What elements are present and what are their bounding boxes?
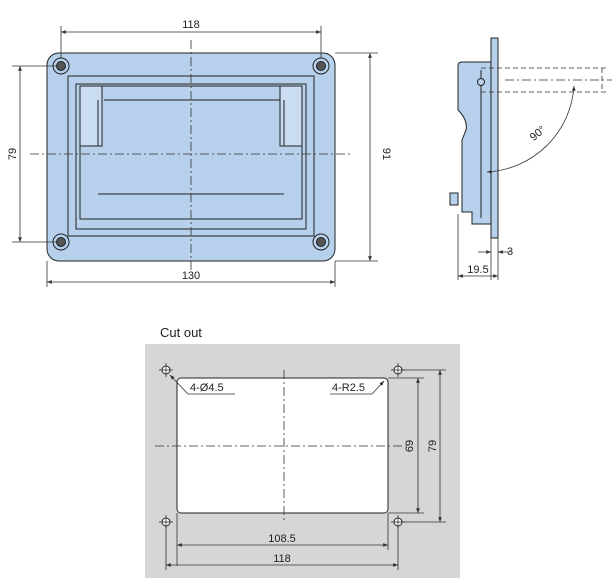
screw-hole-top-right [312, 57, 330, 75]
front-view: 118 130 79 91 [7, 19, 392, 287]
side-view: 90° 3 19.5 [449, 37, 612, 280]
dim-bottom-width: 130 [182, 270, 200, 282]
handle-pivot-left [79, 85, 103, 147]
leader-radius-note [371, 380, 385, 395]
screw-hole-bottom-left [52, 233, 70, 251]
dim-top-width: 118 [182, 19, 200, 31]
cutout-hole-bottom-left [159, 515, 173, 529]
cutout-title: Cut out [160, 325, 202, 340]
handle-pivot-right [279, 85, 303, 147]
side-stop [449, 192, 459, 206]
dim-thickness: 3 [507, 246, 513, 258]
screw-hole-bottom-right [312, 233, 330, 251]
dim-depth: 19.5 [467, 264, 488, 276]
cutout-opening [176, 377, 389, 514]
angle-arc [486, 85, 576, 174]
dim-angle: 90° [528, 124, 548, 144]
dim-cut-width-inner: 108.5 [268, 533, 296, 545]
dim-right-height: 91 [380, 148, 392, 160]
dim-cut-height-inner: 69 [404, 440, 416, 452]
dim-left-height: 79 [7, 148, 19, 160]
cutout-view: Cut out 4-Ø4.5 4-R2.5 [145, 325, 460, 578]
cutout-hole-top-left [159, 363, 173, 377]
leader-hole-note [169, 374, 189, 395]
side-pivot [477, 78, 485, 86]
side-body [457, 61, 492, 225]
radius-note: 4-R2.5 [332, 382, 365, 394]
hole-note: 4-Ø4.5 [190, 382, 224, 394]
dim-cut-width-outer: 118 [273, 553, 291, 565]
dim-cut-height-outer: 79 [427, 440, 439, 452]
